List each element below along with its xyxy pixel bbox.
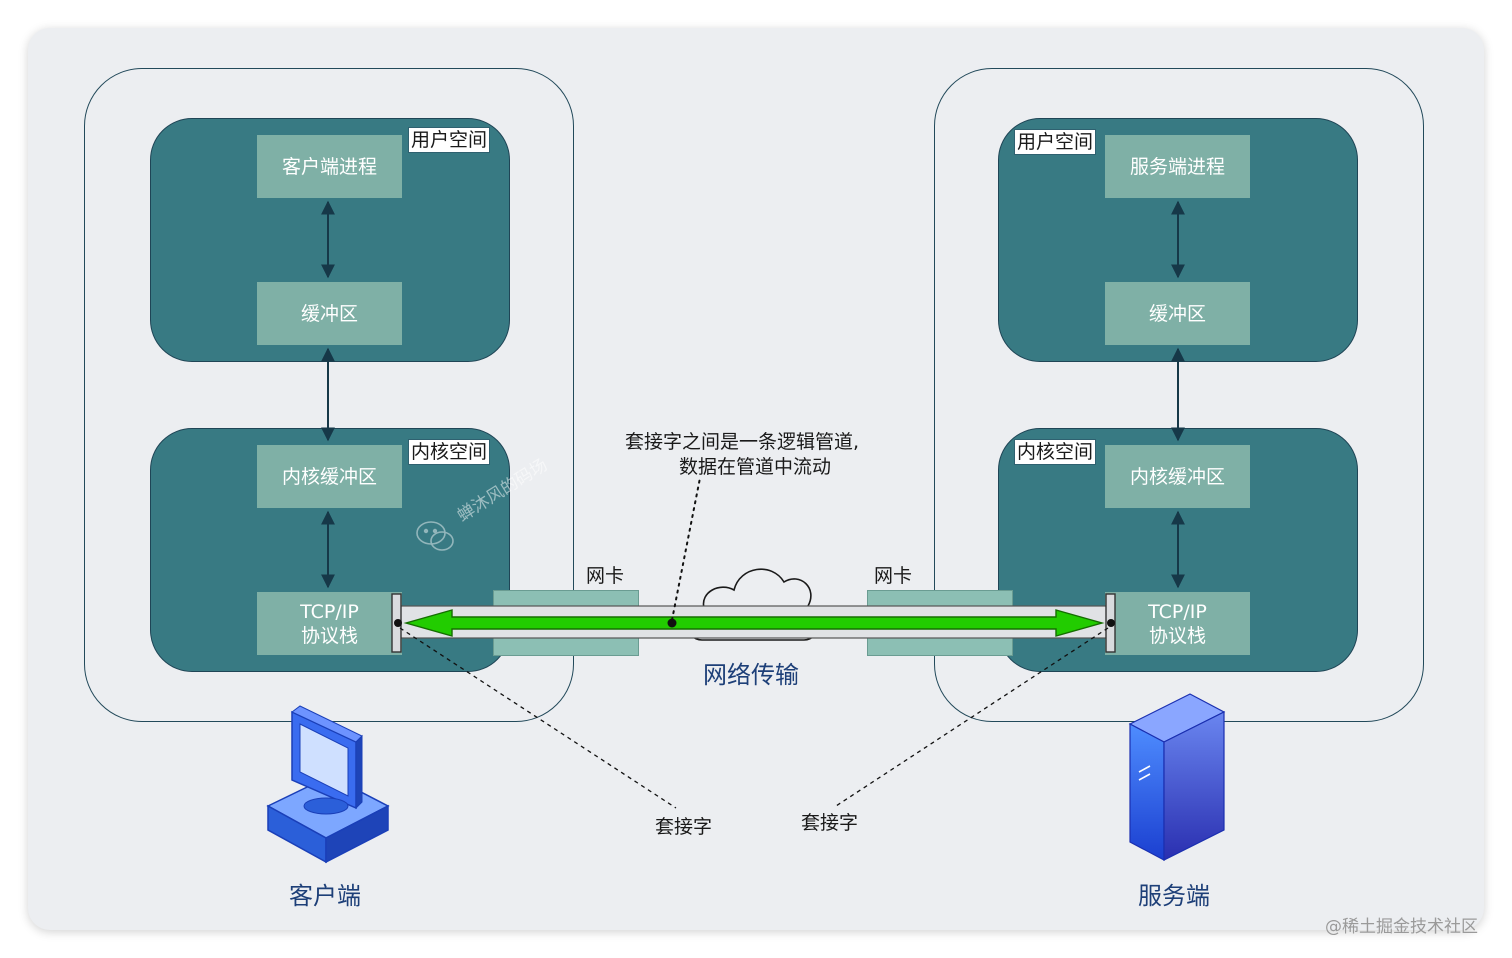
client-process-box: 客户端进程	[257, 135, 402, 198]
server-nic-label: 网卡	[874, 565, 913, 587]
server-socket-label: 套接字	[801, 812, 859, 834]
server-device-label: 服务端	[1138, 882, 1210, 910]
footer-credit: @稀土掘金技术社区	[1325, 917, 1478, 937]
client-kernel-buffer-box: 内核缓冲区	[257, 445, 402, 508]
client-computer-icon	[266, 705, 390, 864]
pipe-note-leader	[671, 477, 701, 621]
network-transfer-label: 网络传输	[703, 661, 799, 689]
client-socket-point	[394, 619, 402, 627]
server-kernel-buffer-box: 内核缓冲区	[1105, 445, 1250, 508]
wechat-watermark-icon	[416, 521, 454, 551]
server-user-space-label: 用户空间	[1014, 129, 1097, 155]
server-socket-leader	[835, 627, 1109, 807]
server-tcpip-line1: TCP/IP	[1148, 600, 1207, 623]
client-buffer-box: 缓冲区	[257, 282, 402, 345]
client-socket-leader	[399, 627, 677, 809]
client-tcpip-line1: TCP/IP	[300, 600, 359, 623]
pipe-note-line2: 数据在管道中流动	[679, 456, 832, 478]
client-tcpip-box: TCP/IP 协议栈	[257, 592, 402, 655]
pipe-center-point	[667, 618, 677, 628]
server-socket-point	[1107, 619, 1115, 627]
server-kernel-space-label: 内核空间	[1014, 439, 1097, 465]
pipe-note-line1: 套接字之间是一条逻辑管道,	[625, 431, 860, 453]
server-process-box: 服务端进程	[1105, 135, 1250, 198]
watermark-text: 蝉沐风的码场	[454, 455, 551, 526]
server-buffer-box: 缓冲区	[1105, 282, 1250, 345]
client-device-label: 客户端	[289, 882, 361, 910]
data-flow-arrow	[403, 609, 1105, 637]
client-tcpip-line2: 协议栈	[300, 624, 358, 647]
client-nic-label: 网卡	[586, 565, 625, 587]
client-socket-label: 套接字	[655, 816, 713, 838]
server-tcpip-box: TCP/IP 协议栈	[1105, 592, 1250, 655]
server-tower-icon	[1128, 693, 1226, 861]
client-kernel-space-label: 内核空间	[408, 439, 491, 465]
server-tcpip-line2: 协议栈	[1148, 624, 1206, 647]
client-user-space-label: 用户空间	[408, 127, 491, 153]
